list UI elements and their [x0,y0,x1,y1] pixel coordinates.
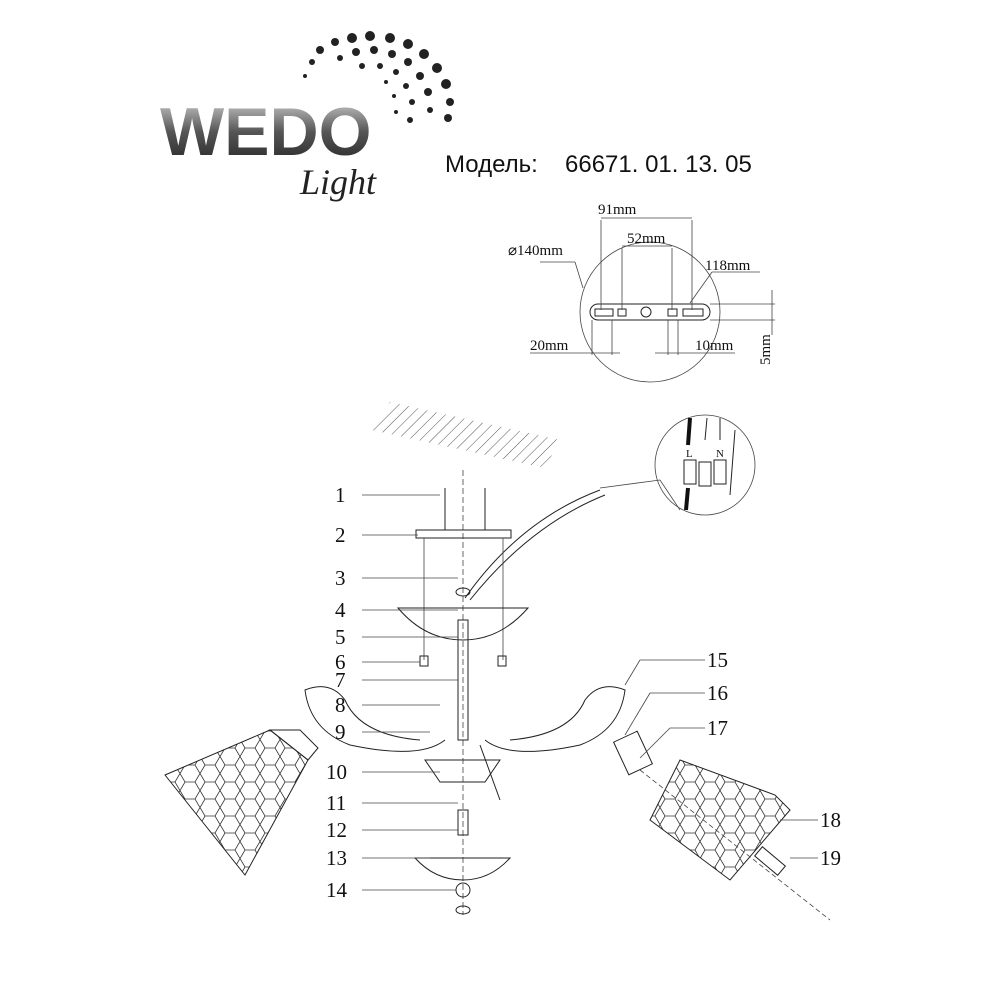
callout-14: 14 [326,878,348,902]
ceiling-hatch [372,402,560,468]
dim-diameter: ⌀140mm [508,243,563,259]
callout-5: 5 [335,625,346,649]
dim-91: 91mm [598,202,637,218]
callout-16: 16 [707,681,728,705]
callout-19: 19 [820,846,841,870]
callout-8: 8 [335,693,346,717]
callout-3: 3 [335,566,346,590]
callout-17: 17 [707,716,728,740]
dim-20: 20mm [530,338,569,354]
mounting-plate-detail: 91mm 52mm ⌀140mm 118mm 20mm 10mm 5mm [508,202,775,383]
callout-10: 10 [326,760,347,784]
brand-script: Light [299,162,377,202]
callout-18: 18 [820,808,841,832]
logo-dots [303,31,454,123]
wire-neutral-label: N [716,448,724,460]
power-cable [464,489,601,599]
callout-6: 6 [335,650,346,674]
wiring-detail: L N [599,414,756,516]
dim-5: 5mm [758,334,774,365]
callout-11: 11 [326,791,346,815]
callout-7: 7 [335,668,346,692]
callout-13: 13 [326,846,347,870]
callout-1: 1 [335,483,346,507]
callout-9: 9 [335,720,346,744]
model-label: Модель: [445,151,538,178]
chandelier-assembly [164,470,831,921]
dim-52: 52mm [627,231,666,247]
callout-2: 2 [335,523,346,547]
callout-12: 12 [326,818,347,842]
callout-15: 15 [707,648,728,672]
callout-numbers: 1 2 3 4 5 6 7 8 9 10 11 12 13 14 15 16 1… [326,483,841,902]
wire-live-label: L [686,448,693,460]
brand-logo: WEDO Light [160,31,454,202]
brand-main: WEDO [160,94,372,170]
model-number: 66671. 01. 13. 05 [565,151,752,178]
dim-10: 10mm [695,338,734,354]
dim-118: 118mm [705,258,751,274]
callout-4: 4 [335,598,346,622]
callout-leaders [362,494,818,891]
